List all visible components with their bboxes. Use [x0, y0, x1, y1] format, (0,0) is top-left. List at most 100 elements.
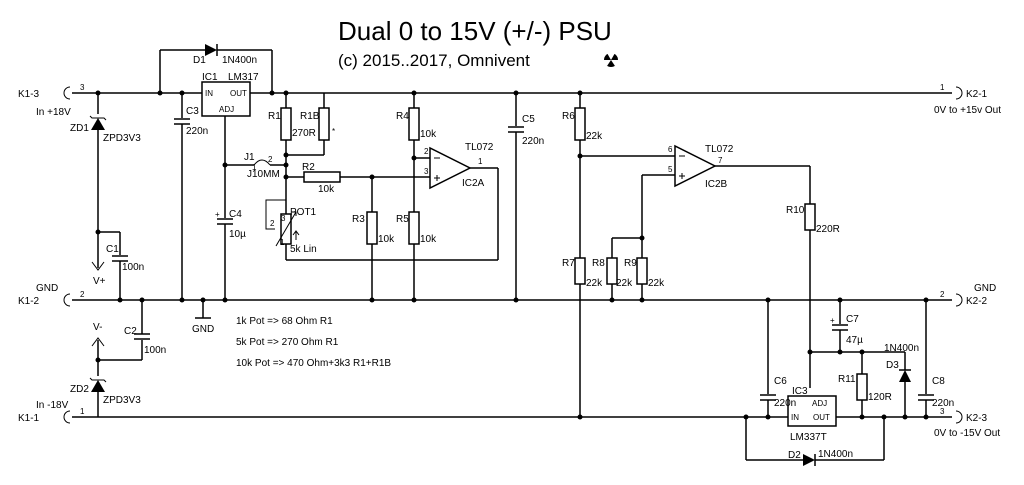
connector-k1-3: K1-3 3 In +18V — [18, 83, 85, 118]
capacitor-c2: C2 100n — [98, 300, 166, 361]
svg-text:R6: R6 — [562, 111, 575, 122]
svg-text:+: + — [830, 316, 835, 325]
svg-text:*: * — [332, 127, 335, 136]
svg-text:1: 1 — [940, 83, 945, 92]
svg-text:In -18V: In -18V — [36, 400, 69, 411]
resistor-r11: R11 120R — [838, 352, 892, 417]
svg-text:47µ: 47µ — [846, 335, 863, 346]
svg-text:3: 3 — [281, 214, 286, 223]
svg-text:0V to +15v Out: 0V to +15v Out — [934, 105, 1001, 116]
svg-text:1N400n: 1N400n — [884, 343, 919, 354]
svg-text:2: 2 — [424, 147, 429, 156]
svg-text:2: 2 — [270, 219, 275, 228]
svg-text:GND: GND — [974, 283, 996, 294]
diode-d3: D3 1N400n — [884, 343, 919, 417]
jumper-j1: J1 1 2 J10MM — [225, 152, 286, 180]
subtitle: (c) 2015..2017, Omnivent — [338, 51, 530, 70]
svg-text:C1: C1 — [106, 244, 119, 255]
svg-text:ADJ: ADJ — [812, 399, 827, 408]
svg-text:GND: GND — [36, 283, 58, 294]
svg-text:ZPD3V3: ZPD3V3 — [103, 395, 141, 406]
svg-text:TL072: TL072 — [465, 142, 494, 153]
svg-text:7: 7 — [718, 156, 723, 165]
ground-symbol: GND — [192, 300, 214, 335]
svg-text:K1-1: K1-1 — [18, 413, 40, 424]
svg-text:100n: 100n — [122, 262, 144, 273]
svg-text:K2-3: K2-3 — [966, 413, 988, 424]
svg-text:GND: GND — [192, 324, 214, 335]
svg-text:1N400n: 1N400n — [818, 449, 853, 460]
svg-text:120R: 120R — [868, 392, 892, 403]
svg-text:IC2A: IC2A — [462, 178, 485, 189]
svg-text:220n: 220n — [522, 136, 544, 147]
zener-zd1: ZD1 ZPD3V3 — [70, 93, 141, 268]
capacitor-c7: + C7 47µ — [830, 300, 863, 352]
capacitor-c5: C5 220n — [508, 93, 544, 300]
svg-text:R7: R7 — [562, 258, 575, 269]
svg-text:R9: R9 — [624, 258, 637, 269]
svg-text:1: 1 — [280, 238, 285, 247]
svg-text:D3: D3 — [886, 360, 899, 371]
svg-text:220n: 220n — [932, 398, 954, 409]
svg-text:D1: D1 — [193, 55, 206, 66]
svg-text:K1-2: K1-2 — [18, 296, 40, 307]
regulator-ic1: IC1 LM317 IN OUT ADJ — [201, 72, 259, 135]
svg-text:C2: C2 — [124, 326, 137, 337]
svg-text:OUT: OUT — [230, 89, 247, 98]
vplus-arrow: V+ — [91, 261, 106, 287]
svg-text:R1: R1 — [268, 111, 281, 122]
svg-text:K2-1: K2-1 — [966, 89, 988, 100]
svg-text:6: 6 — [668, 145, 673, 154]
resistor-r5: R5 10k — [396, 211, 437, 300]
svg-text:1: 1 — [80, 407, 85, 416]
diode-d1: D1 1N400n — [159, 44, 273, 93]
svg-text:2: 2 — [80, 290, 85, 299]
svg-text:R3: R3 — [352, 214, 365, 225]
svg-text:10µ: 10µ — [229, 229, 246, 240]
svg-text:2: 2 — [940, 290, 945, 299]
svg-text:POT1: POT1 — [290, 207, 317, 218]
svg-text:TL072: TL072 — [705, 144, 734, 155]
svg-text:C8: C8 — [932, 376, 945, 387]
connector-k1-1: K1-1 1 In -18V — [18, 400, 85, 424]
capacitor-c1: C1 100n — [98, 231, 144, 300]
svg-text:K1-3: K1-3 — [18, 89, 40, 100]
svg-text:ZD1: ZD1 — [70, 123, 89, 134]
svg-text:100n: 100n — [144, 345, 166, 356]
svg-text:OUT: OUT — [813, 413, 830, 422]
svg-text:C7: C7 — [846, 314, 859, 325]
svg-text:K2-2: K2-2 — [966, 296, 988, 307]
svg-text:5: 5 — [668, 165, 673, 174]
svg-text:D2: D2 — [788, 450, 801, 461]
svg-text:LM317: LM317 — [228, 72, 259, 83]
note-1k-pot: 1k Pot => 68 Ohm R1 — [236, 316, 333, 327]
capacitor-c6: C6 220n — [760, 300, 796, 417]
svg-text:5k Lin: 5k Lin — [290, 244, 317, 255]
capacitor-c4: + C4 10µ — [215, 135, 246, 300]
svg-text:R4: R4 — [396, 111, 409, 122]
resistor-r9: R9 22k — [612, 175, 665, 300]
resistor-r1b: R1B * — [286, 93, 335, 156]
capacitor-c8: C8 220n — [918, 300, 954, 417]
connector-k2-1: 1 K2-1 0V to +15v Out — [934, 83, 1001, 116]
svg-text:10k: 10k — [318, 184, 335, 195]
svg-text:J10MM: J10MM — [247, 169, 280, 180]
svg-text:R5: R5 — [396, 214, 409, 225]
diode-d2: D2 1N400n — [745, 417, 885, 466]
resistor-r6: R6 22k — [562, 93, 603, 258]
svg-text:220n: 220n — [186, 126, 208, 137]
svg-text:R10: R10 — [786, 205, 805, 216]
svg-text:3: 3 — [424, 167, 429, 176]
svg-text:10k: 10k — [420, 129, 437, 140]
svg-text:R11: R11 — [838, 374, 856, 385]
svg-text:C3: C3 — [186, 106, 199, 117]
svg-text:270R: 270R — [292, 128, 316, 139]
resistor-r2: R2 10k — [286, 162, 430, 195]
svg-text:IC2B: IC2B — [705, 179, 728, 190]
junction-dots — [95, 90, 929, 420]
capacitor-c3: C3 220n — [174, 93, 208, 300]
svg-text:1N400n: 1N400n — [222, 55, 257, 66]
svg-text:In +18V: In +18V — [36, 107, 71, 118]
svg-text:22k: 22k — [586, 131, 603, 142]
